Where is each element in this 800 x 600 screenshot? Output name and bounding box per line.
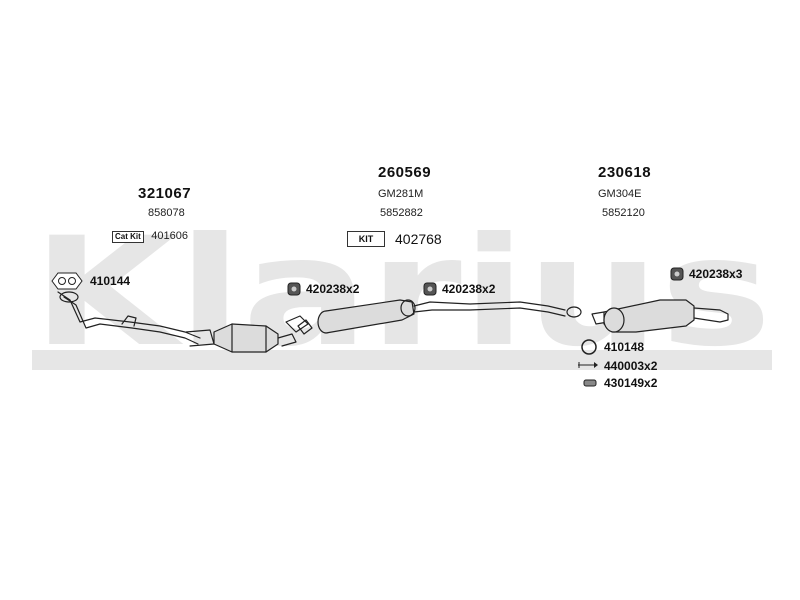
fitting-code-420238x2-a: 420238x2 (306, 282, 360, 296)
oe-number-gm281m: GM281M (378, 188, 424, 200)
fitting-code-420238x2-b: 420238x2 (442, 282, 496, 296)
fitting-code-420238x3: 420238x3 (689, 267, 743, 281)
gasket-icon (51, 272, 83, 290)
kit-code: 402768 (395, 231, 442, 247)
kit-row: KIT 402768 (347, 231, 442, 247)
watermark-text: Klarius (32, 206, 772, 380)
rubber-mount-icon (423, 282, 437, 296)
front-pipe-drawing (57, 291, 215, 347)
catkit-row: Cat Kit 401606 (112, 226, 188, 244)
catalytic-converter-drawing (213, 323, 297, 353)
middle-silencer-drawing (317, 299, 582, 334)
fitting-code-440003x2: 440003x2 (604, 359, 658, 373)
oe-number-858078: 858078 (148, 207, 185, 219)
fitting-code-410148: 410148 (604, 340, 645, 354)
part-number-230618: 230618 (598, 164, 652, 181)
fitting-code-410144: 410144 (90, 274, 131, 288)
catkit-tag: Cat Kit (112, 231, 144, 243)
oe-number-5852882: 5852882 (380, 207, 423, 219)
part-number-260569: 260569 (378, 164, 432, 181)
clamp-icon (583, 379, 597, 387)
rubber-mount-icon (670, 267, 684, 281)
part-number-321067: 321067 (138, 185, 192, 202)
connector-drawing (285, 315, 313, 335)
oe-number-gm304e: GM304E (598, 188, 642, 200)
rear-silencer-drawing (591, 299, 729, 333)
ring-icon (581, 339, 597, 355)
catkit-code: 401606 (151, 230, 188, 242)
bolt-icon (578, 362, 598, 368)
rubber-mount-icon (287, 282, 301, 296)
kit-tag: KIT (347, 231, 385, 247)
oe-number-5852120: 5852120 (602, 207, 645, 219)
fitting-code-430149x2: 430149x2 (604, 376, 658, 390)
